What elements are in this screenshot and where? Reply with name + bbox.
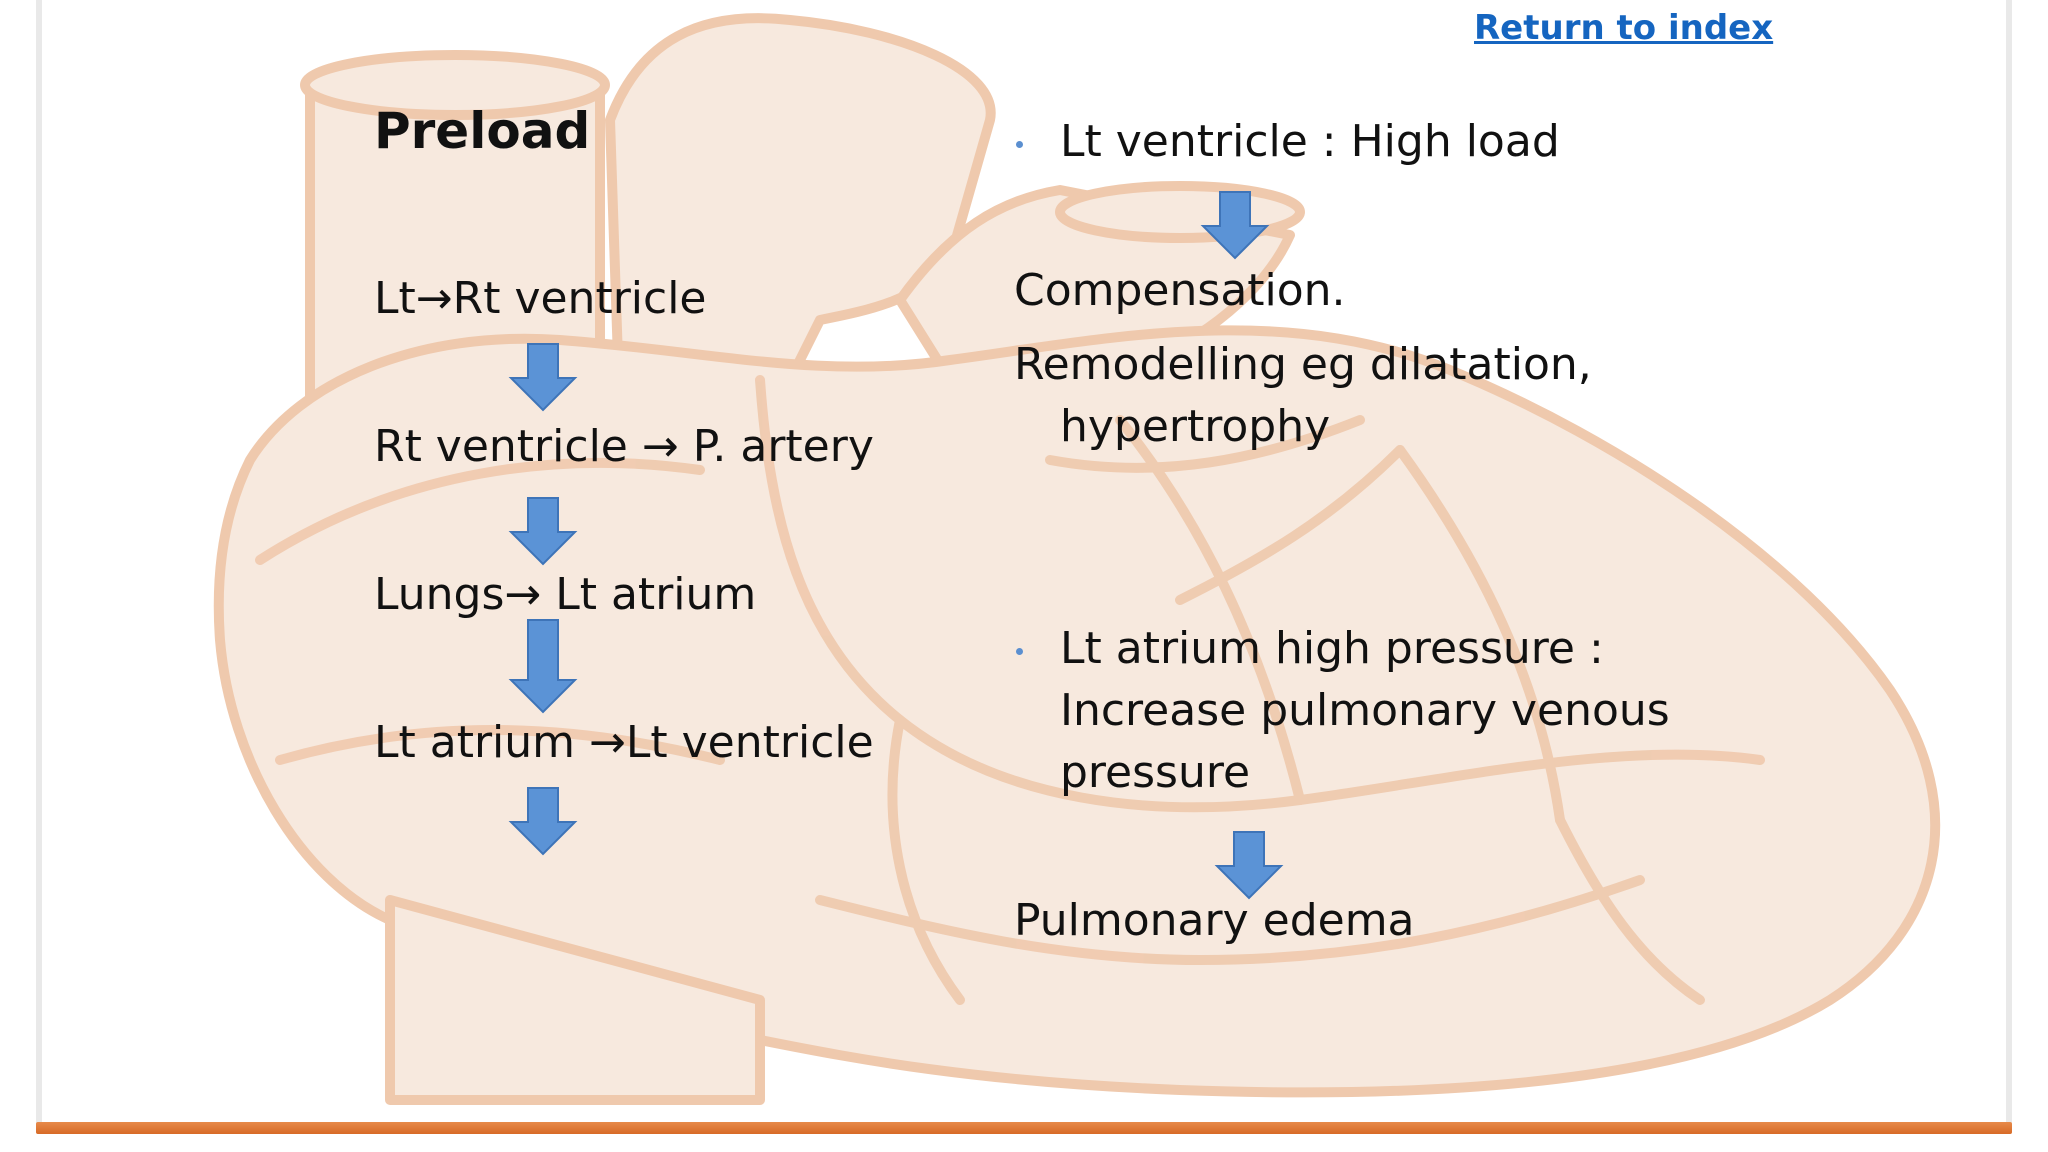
compensation-text: Compensation. [1014, 265, 1346, 316]
step-lt-atrium-lt-ventricle: Lt atrium →Lt ventricle [374, 717, 874, 768]
down-arrow-icon [508, 343, 578, 412]
down-arrow-icon [508, 497, 578, 566]
bullet-dot [1016, 648, 1023, 655]
step-lungs-lt-atrium: Lungs→ Lt atrium [374, 569, 757, 620]
step-rt-ventricle-p-artery: Rt ventricle → P. artery [374, 421, 874, 472]
preload-title: Preload [374, 102, 591, 160]
down-arrow-icon [1214, 831, 1284, 900]
remodelling-line-2: hypertrophy [1060, 401, 1331, 452]
lt-atrium-pressure-line-1: Lt atrium high pressure : [1060, 623, 1604, 674]
remodelling-line-1: Remodelling eg dilatation, [1014, 339, 1592, 390]
lt-ventricle-high-load: Lt ventricle : High load [1060, 116, 1560, 167]
down-arrow-icon [508, 787, 578, 856]
bottom-accent-bar [36, 1122, 2012, 1134]
step-lt-rt-ventricle: Lt→Rt ventricle [374, 273, 707, 324]
lt-atrium-pressure-line-2: Increase pulmonary venous [1060, 685, 1670, 736]
down-arrow-icon [508, 619, 578, 714]
pulmonary-edema-text: Pulmonary edema [1014, 895, 1415, 946]
down-arrow-icon [1200, 191, 1270, 260]
lt-atrium-pressure-line-3: pressure [1060, 747, 1251, 798]
return-to-index-link[interactable]: Return to index [1474, 8, 1774, 48]
bullet-dot [1016, 141, 1023, 148]
